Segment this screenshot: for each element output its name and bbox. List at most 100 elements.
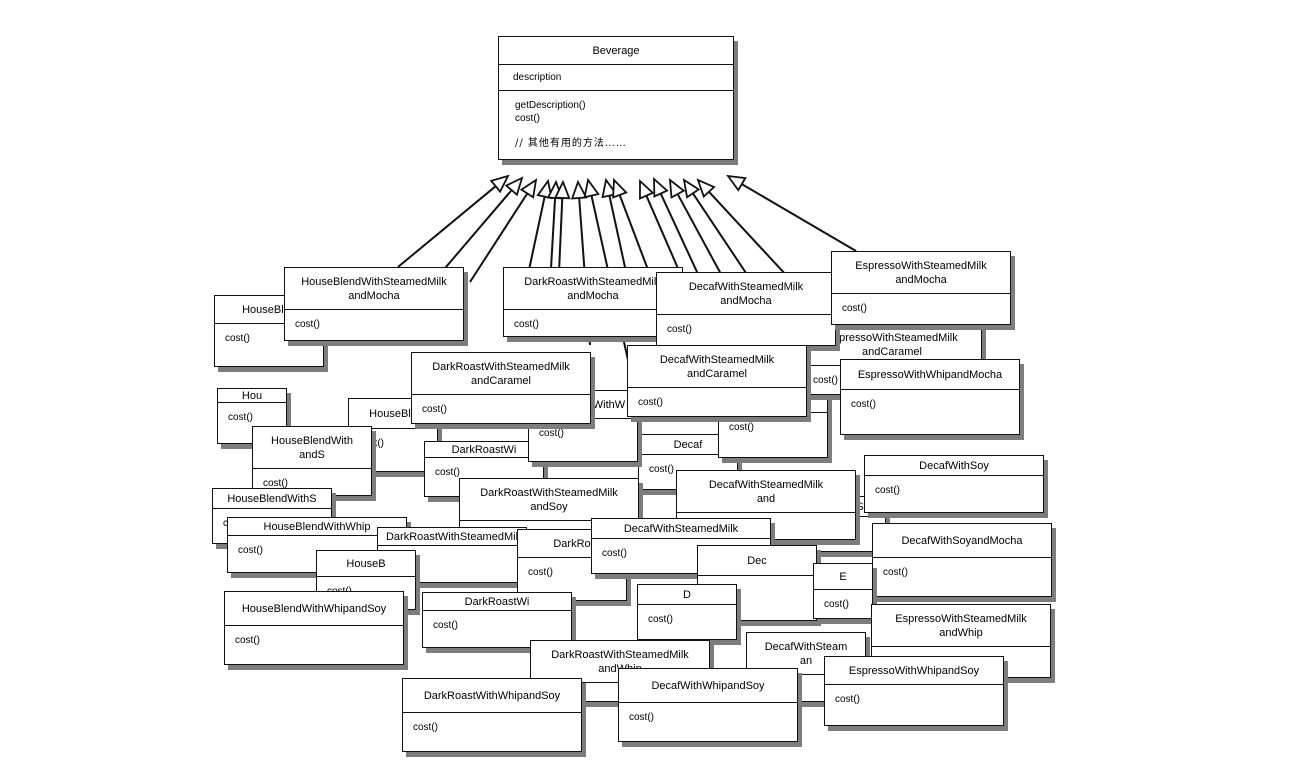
subclass-house-blend-with-whipand-soy: HouseBlendWithWhipandSoy cost() <box>224 591 404 665</box>
class-name: HouseBlendWithS <box>213 489 331 509</box>
subclass-dark-roast-with-steamed-milkand-caramel: DarkRoastWithSteamedMilk andCaramel cost(… <box>411 352 591 424</box>
subclass-decaf-with-steamed-milkand-caramel: DecafWithSteamedMilk andCaramel cost() <box>627 345 807 417</box>
class-name: DecafWithSteamedMilk <box>592 519 770 539</box>
cost-method: cost() <box>413 722 438 733</box>
inheritance-arrowhead <box>570 179 588 200</box>
cost-method: cost() <box>729 422 754 433</box>
class-name: HouseBlendWithWhipandSoy <box>225 592 403 626</box>
method: getDescription() <box>515 100 586 111</box>
inheritance-arrowhead <box>653 176 669 198</box>
class-name: DarkRoastWithWhipandSoy <box>403 679 581 713</box>
class-name: Dec <box>698 546 816 576</box>
class-name: DecafWithSteamedMilk and <box>677 471 855 513</box>
cost-method: cost() <box>883 567 908 578</box>
inheritance-arrowhead <box>536 178 553 200</box>
class-name: HouseBlen <box>215 296 323 324</box>
inheritance-arrowhead <box>696 178 716 199</box>
cost-method: cost() <box>638 397 663 408</box>
class-name: Beverage <box>499 37 733 65</box>
cost-method: cost() <box>667 324 692 335</box>
subclass-espresso-with-whipand-mocha: EspressoWithWhipandMocha cost() <box>840 359 1020 435</box>
inheritance-line <box>439 189 513 275</box>
cost-method: cost() <box>433 620 458 631</box>
subclass-espresso-with-steamed-milkand-mocha: EspressoWithSteamedMilk andMocha cost() <box>831 251 1011 325</box>
class-name: D <box>638 585 736 605</box>
cost-method: cost() <box>813 375 838 386</box>
cost-method: cost() <box>648 614 673 625</box>
class-name: DarkRoastWithSteamedMilk andSoy <box>460 479 638 521</box>
class-name: HouseBlendWithWhip <box>228 518 406 536</box>
class-name: HouseBlendWith andS <box>253 427 371 469</box>
subclass-decaf-with-soy: DecafWithSoy cost() <box>864 455 1044 513</box>
cost-method: cost() <box>238 545 263 556</box>
inheritance-arrowhead <box>668 178 686 199</box>
class-attribute: description <box>499 65 733 91</box>
class-name: HouseBle <box>349 399 437 429</box>
class-name: DecafWithWhipandSoy <box>619 669 797 703</box>
subclass-decaf-with-whipand-soy: DecafWithWhipandSoy cost() <box>618 668 798 742</box>
class-name: Hou <box>218 389 286 403</box>
inheritance-arrowhead <box>504 176 524 197</box>
inheritance-line <box>397 185 497 268</box>
cost-method: cost() <box>422 404 447 415</box>
class-name: EspressoWithWhipandMocha <box>841 360 1019 390</box>
class-name: HouseB <box>317 551 415 577</box>
cost-method: cost() <box>602 548 627 559</box>
class-name: DecafWithSteamedMilk andMocha <box>657 273 835 315</box>
inheritance-arrowhead <box>583 177 600 199</box>
cost-method: cost() <box>875 485 900 496</box>
class-name: Decaf <box>639 435 737 455</box>
subclass-house-blend-with-steamed-milkand-mocha: HouseBlendWithSteamedMilk andMocha cost() <box>284 267 464 341</box>
comment: // 其他有用的方法…… <box>515 138 627 149</box>
class-name: DarkRoastWi <box>425 442 543 458</box>
inheritance-arrowhead <box>519 178 538 199</box>
cost-method: cost() <box>225 333 250 344</box>
cost-method: cost() <box>835 694 860 705</box>
cost-method: cost() <box>295 319 320 330</box>
class-name: DarkRoastWi <box>423 593 571 611</box>
class-name: HouseBlendWithSteamedMilk andMocha <box>285 268 463 310</box>
subclass-dark-roast-wi: DarkRoastWi cost() <box>422 592 572 648</box>
cost-method: cost() <box>435 467 460 478</box>
inheritance-arrowhead <box>639 178 655 200</box>
inheritance-arrowhead <box>612 177 628 199</box>
class-name: DarkRo <box>518 530 626 558</box>
class-name: DecafWithSoyandMocha <box>873 524 1051 558</box>
beverage-class: Beverage description getDescription() co… <box>498 36 734 160</box>
class-name: EspressoWithSteamedMilk andWhip <box>872 605 1050 647</box>
class-name: EspressoWithSteamedMilk andMocha <box>832 252 1010 294</box>
cost-method: cost() <box>851 399 876 410</box>
cost-method: cost() <box>228 412 253 423</box>
subclass-decaf-with-steamed-milkand-mocha: DecafWithSteamedMilk andMocha cost() <box>656 272 836 346</box>
cost-method: cost() <box>235 635 260 646</box>
class-name: DecafWithSteam an <box>747 633 865 675</box>
class-name: DecafWithSteamedMilk andCaramel <box>628 346 806 388</box>
class-name: EspressoWithWhipandSoy <box>825 657 1003 685</box>
cost-method: cost() <box>842 303 867 314</box>
inheritance-arrowhead <box>682 178 701 199</box>
class-name: DarkRoastWithSteamedMilk andMocha <box>504 268 682 310</box>
class-name: E <box>814 564 872 590</box>
cost-method: cost() <box>263 478 288 489</box>
inheritance-line <box>469 192 529 283</box>
class-name: DarkRoastWithSteamedMilk andCaramel <box>412 353 590 395</box>
inheritance-arrowhead <box>553 179 571 200</box>
class-methods: getDescription() cost() // 其他有用的方法…… <box>499 91 733 154</box>
cost-method: cost() <box>539 428 564 439</box>
method: cost() <box>515 113 540 124</box>
cost-method: cost() <box>824 599 849 610</box>
cost-method: cost() <box>629 712 654 723</box>
subclass-house-blend-withand-s: HouseBlendWith andS cost() <box>252 426 372 496</box>
inheritance-line <box>741 183 857 252</box>
subclass-espresso-with-whipand-soy: EspressoWithWhipandSoy cost() <box>824 656 1004 726</box>
subclass-decaf-with-soyand-mocha: DecafWithSoyandMocha cost() <box>872 523 1052 597</box>
cost-method: cost() <box>528 567 553 578</box>
class-name: DecafWithSoy <box>865 456 1043 476</box>
class-name: DarkRoastWithSteamedMil <box>378 528 526 546</box>
subclass-dark-roast-with-whipand-soy: DarkRoastWithWhipandSoy cost() <box>402 678 582 752</box>
inheritance-arrowhead <box>489 174 510 194</box>
